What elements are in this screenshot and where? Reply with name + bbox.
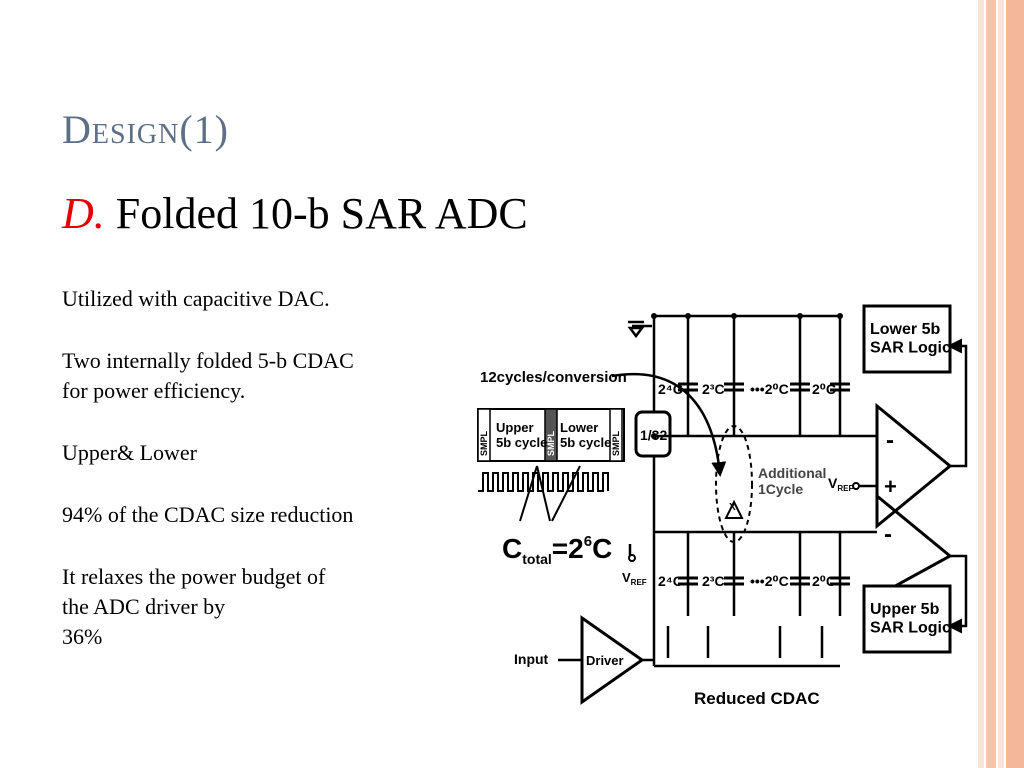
reduced-cdac-label: Reduced CDAC (694, 689, 820, 708)
subtitle-letter: D. (62, 189, 105, 238)
ctotal-c: C (502, 533, 522, 564)
upper-caps (678, 382, 850, 392)
slide-title: Design(1) (62, 107, 229, 152)
upper-switches (651, 313, 843, 439)
bullet-power-budget: It relaxes the power budget of the ADC d… (62, 564, 326, 649)
upper-cap-label-3: 2⁰C (812, 381, 836, 397)
timing-diagram: 12cycles/conversion SMPL SMPL SMPL Upper… (477, 369, 727, 567)
slide-subtitle: D. Folded 10-b SAR ADC (62, 188, 528, 239)
input-label: Input (514, 651, 549, 667)
ctotal-sub: total (522, 551, 552, 567)
cycles-label: 12cycles/conversion (480, 369, 627, 386)
ctotal-formula: Ctotal=26C (502, 533, 612, 567)
subtitle-text: Folded 10-b SAR ADC (115, 189, 528, 238)
smpl-label-mid: SMPL (546, 430, 556, 456)
lower-cdac (628, 530, 877, 668)
bullet-cdac: Utilized with capacitive DAC. (62, 286, 330, 311)
vref-left: VREF (622, 570, 647, 587)
sar-adc-circuit-diagram: 12cycles/conversion SMPL SMPL SMPL Upper… (477, 304, 968, 708)
bullet-size-reduction: 94% of the CDAC size reduction (62, 502, 354, 527)
vref-right: VREF (828, 475, 853, 493)
comparator-plus: + (884, 474, 897, 499)
decorative-stripes (978, 0, 1024, 768)
lower-cap-label-2: •••2⁰C (750, 573, 789, 589)
ctotal-exp: 6 (584, 533, 592, 550)
comparator-minus-lower: - (884, 521, 892, 548)
comparator-minus: - (886, 427, 894, 454)
smpl-box-right (609, 408, 623, 462)
smpl-box-left (477, 408, 491, 462)
ctotal-eq: =2 (552, 533, 584, 564)
bullet-folded: Two internally folded 5-b CDAC for power… (62, 348, 354, 403)
smpl-label-right: SMPL (611, 430, 621, 456)
ctotal-c2: C (592, 533, 612, 564)
x-mark: X (729, 502, 736, 513)
bullet-list: Utilized with capacitive DAC. Two intern… (62, 284, 452, 684)
driver-label: Driver (586, 653, 624, 668)
upper-cap-label-2: •••2⁰C (750, 381, 789, 397)
additional-cycle-ellipse (715, 425, 753, 543)
lower-cap-label-3: 2⁰C (812, 573, 836, 589)
driver-amplifier (580, 615, 645, 705)
lower-caps (678, 576, 850, 586)
bullet-upper-lower: Upper& Lower (62, 440, 198, 465)
upper-cap-label-0: 2⁴C (658, 381, 683, 397)
lower-sar-logic-box (862, 304, 952, 374)
smpl-box-mid (544, 408, 558, 462)
upper-cap-label-1: 2³C (702, 381, 725, 397)
lower-cap-label-0: 2⁴C (658, 573, 683, 589)
smpl-label-left: SMPL (479, 430, 489, 456)
lower-cap-label-1: 2³C (702, 573, 725, 589)
